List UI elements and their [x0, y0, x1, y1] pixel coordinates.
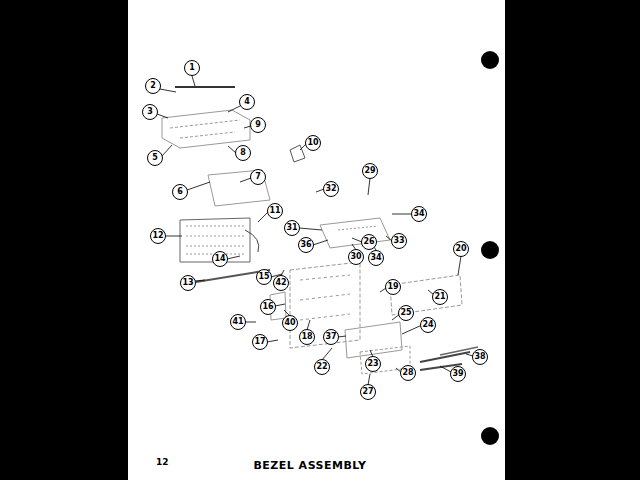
callout-number: 26	[361, 234, 377, 250]
callout-number: 42	[273, 275, 289, 291]
callout-number: 27	[360, 384, 376, 400]
callout-number: 3	[142, 104, 158, 120]
callout-number: 39	[450, 366, 466, 382]
callout-number: 31	[284, 220, 300, 236]
callout-number: 20	[453, 241, 469, 257]
callout-number: 28	[400, 365, 416, 381]
callout-number: 18	[299, 329, 315, 345]
callout-number: 12	[150, 228, 166, 244]
callout-number: 8	[235, 145, 251, 161]
callout-number: 22	[314, 359, 330, 375]
callout-number: 23	[365, 356, 381, 372]
diagram-title: BEZEL ASSEMBLY	[253, 459, 366, 472]
callout-number: 41	[230, 314, 246, 330]
callout-number: 30	[348, 249, 364, 265]
callout-number: 34	[368, 250, 384, 266]
callout-number: 16	[260, 299, 276, 315]
callout-number: 21	[432, 289, 448, 305]
callout-number: 9	[250, 117, 266, 133]
callout-number: 6	[172, 184, 188, 200]
callout-number: 13	[180, 275, 196, 291]
callout-number: 29	[362, 163, 378, 179]
callout-number: 40	[282, 315, 298, 331]
callout-number: 33	[391, 233, 407, 249]
callout-number: 36	[298, 237, 314, 253]
callout-number: 25	[398, 305, 414, 321]
callout-number: 10	[305, 135, 321, 151]
callout-number: 4	[239, 94, 255, 110]
callout-number: 7	[250, 169, 266, 185]
callout-number: 17	[252, 334, 268, 350]
callout-number: 15	[256, 269, 272, 285]
callout-number: 14	[212, 251, 228, 267]
callout-number: 38	[472, 349, 488, 365]
page-number: 12	[156, 457, 169, 467]
callout-number: 2	[145, 78, 161, 94]
callout-number: 1	[184, 60, 200, 76]
callout-number: 32	[323, 181, 339, 197]
callout-number: 5	[147, 150, 163, 166]
callout-number: 19	[385, 279, 401, 295]
callout-number: 34	[411, 206, 427, 222]
callout-number: 37	[323, 329, 339, 345]
callout-number: 24	[420, 317, 436, 333]
callout-number: 11	[267, 203, 283, 219]
